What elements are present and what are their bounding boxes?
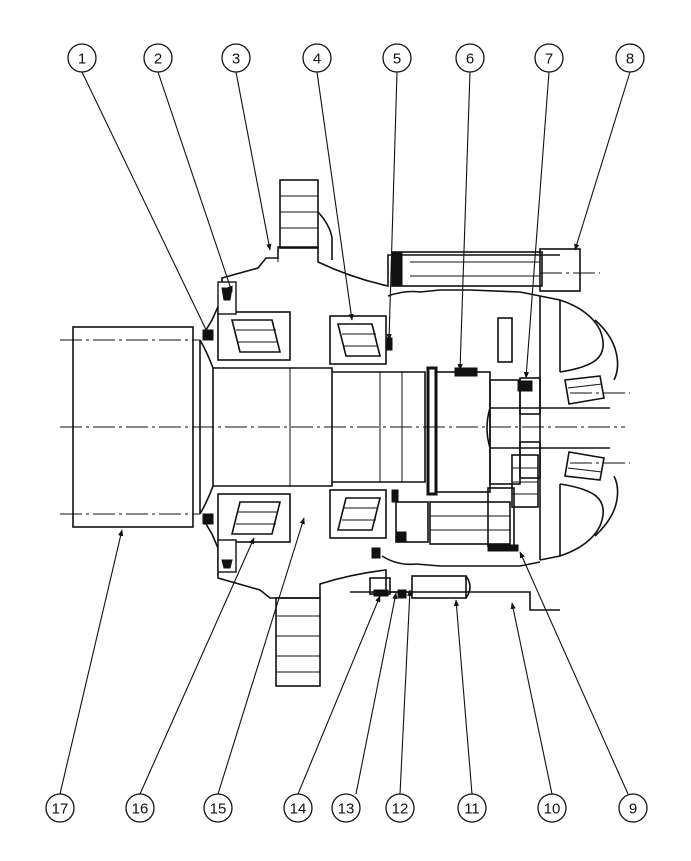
motor-bearing-upper bbox=[564, 375, 605, 405]
bearing-upper-right bbox=[329, 315, 387, 365]
mounting-flange-bottom bbox=[275, 597, 321, 687]
mounting-flange-top bbox=[279, 179, 333, 260]
housing bbox=[202, 246, 560, 611]
callout-circle bbox=[143, 43, 173, 73]
callout-circle bbox=[537, 793, 567, 823]
callout-16: 16 bbox=[125, 793, 155, 823]
callout-number: 11 bbox=[464, 801, 480, 818]
callout-3: 3 bbox=[221, 43, 251, 73]
callout-number: 1 bbox=[78, 51, 86, 68]
seal-lower bbox=[202, 513, 237, 573]
callout-6: 6 bbox=[455, 43, 485, 73]
callout-circle bbox=[45, 793, 75, 823]
callout-9: 9 bbox=[618, 793, 648, 823]
callout-number: 8 bbox=[626, 51, 634, 68]
callout-circle bbox=[385, 793, 415, 823]
bearing-upper-left bbox=[217, 311, 291, 361]
callout-circle bbox=[67, 43, 97, 73]
callout-2: 2 bbox=[143, 43, 173, 73]
planetary-stage bbox=[395, 317, 541, 552]
bearing-lower-left bbox=[217, 493, 291, 543]
callout-10: 10 bbox=[537, 793, 567, 823]
callout-circle bbox=[331, 793, 361, 823]
callout-number: 2 bbox=[154, 51, 162, 68]
callout-number: 12 bbox=[392, 801, 409, 818]
end-cover bbox=[539, 295, 619, 561]
drain-plug bbox=[350, 575, 471, 599]
callout-13: 13 bbox=[331, 793, 361, 823]
callout-number: 17 bbox=[52, 801, 69, 818]
callout-number: 9 bbox=[629, 801, 637, 818]
callout-number: 6 bbox=[466, 51, 474, 68]
callout-number: 7 bbox=[545, 51, 553, 68]
gear-hub-assembly bbox=[60, 179, 630, 687]
callout-circle bbox=[382, 43, 412, 73]
callout-circle bbox=[534, 43, 564, 73]
callout-circle bbox=[125, 793, 155, 823]
callout-circle bbox=[283, 793, 313, 823]
callout-circle bbox=[618, 793, 648, 823]
callout-4: 4 bbox=[302, 43, 332, 73]
callout-number: 16 bbox=[132, 801, 149, 818]
cover-bolt bbox=[391, 248, 581, 292]
callout-7: 7 bbox=[534, 43, 564, 73]
callout-17: 17 bbox=[45, 793, 75, 823]
leader-lines bbox=[59, 71, 631, 795]
callout-5: 5 bbox=[382, 43, 412, 73]
callout-circle bbox=[302, 43, 332, 73]
callout-number: 14 bbox=[290, 801, 307, 818]
callout-number: 13 bbox=[338, 801, 355, 818]
callout-15: 15 bbox=[203, 793, 233, 823]
bearing-lower-right bbox=[329, 489, 387, 539]
motor-shaft bbox=[486, 407, 610, 449]
callout-number: 10 bbox=[544, 801, 561, 818]
callout-11: 11 bbox=[457, 793, 487, 823]
callout-number: 3 bbox=[232, 51, 240, 68]
callout-circle bbox=[455, 43, 485, 73]
callout-number: 15 bbox=[210, 801, 227, 818]
callout-circle bbox=[221, 43, 251, 73]
callout-circle bbox=[457, 793, 487, 823]
callout-circle bbox=[615, 43, 645, 73]
callout-12: 12 bbox=[385, 793, 415, 823]
callout-1: 1 bbox=[67, 43, 97, 73]
motor-bearing-lower bbox=[564, 451, 605, 481]
callout-8: 8 bbox=[615, 43, 645, 73]
callout-14: 14 bbox=[283, 793, 313, 823]
callout-number: 4 bbox=[313, 51, 321, 68]
callout-circle bbox=[203, 793, 233, 823]
callout-number: 5 bbox=[393, 51, 401, 68]
